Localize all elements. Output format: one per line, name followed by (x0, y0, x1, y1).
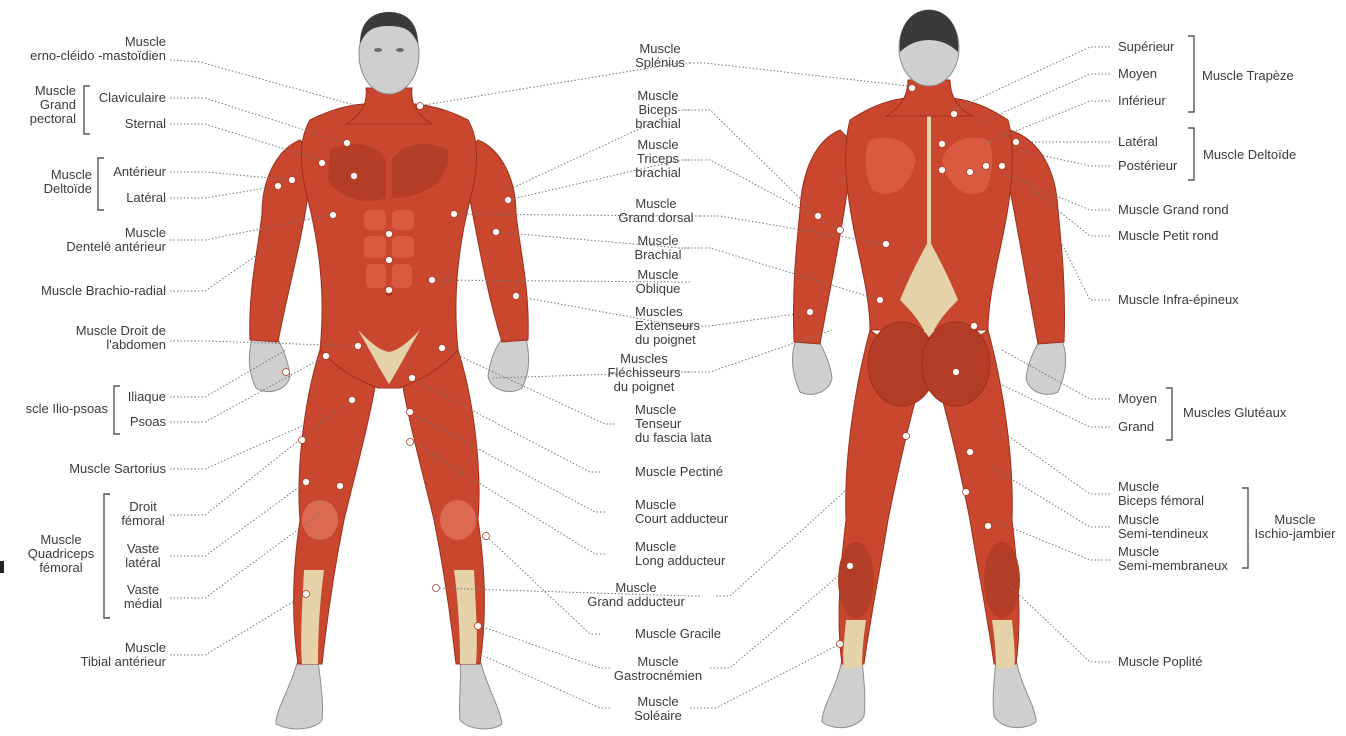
label-semi-tendineux: Muscle Semi-tendineux (1118, 513, 1208, 541)
label-infra-epineux: Muscle Infra-épineux (1118, 293, 1239, 307)
label-trapeze-moyen: Moyen (1118, 67, 1157, 81)
label-biceps-brachial: Muscle Biceps brachial (618, 89, 698, 131)
label-sartorius: Muscle Sartorius (69, 462, 166, 476)
back-left-hand (793, 340, 832, 394)
label-gracile: Muscle Gracile (635, 627, 721, 641)
back-right-calf (984, 542, 1020, 618)
label-iliaque: Iliaque (128, 390, 166, 404)
front-right-arm (468, 140, 528, 342)
label-grand-pectoral-group: Muscle Grand pectoral (30, 84, 76, 126)
label-ilio-psoas-group: scle Ilio-psoas (26, 402, 108, 416)
label-grand-dorsal: Muscle Grand dorsal (606, 197, 706, 225)
label-deltoide-lateral-front: Latéral (126, 191, 166, 205)
front-left-arm (250, 140, 311, 342)
label-splenius: Muscle Splénius (620, 42, 700, 70)
label-deltoide-anterieur: Antérieur (113, 165, 166, 179)
label-semi-membraneux: Muscle Semi-membraneux (1118, 545, 1228, 573)
label-deltoide-front-group: Muscle Deltoïde (44, 168, 92, 196)
label-long-adducteur: Muscle Long adducteur (635, 540, 725, 568)
front-left-knee (302, 500, 338, 540)
label-pectine: Muscle Pectiné (635, 465, 723, 479)
label-tibial-anterieur: Muscle Tibial antérieur (80, 641, 166, 669)
front-left-foot (276, 660, 323, 729)
label-deltoide-posterieur: Postérieur (1118, 159, 1177, 173)
label-deltoide-back-group: Muscle Deltoïde (1203, 148, 1296, 162)
label-quadriceps-group: Muscle Quadriceps fémoral (22, 533, 100, 575)
front-right-foot (459, 660, 502, 729)
label-gastrocnemien: Muscle Gastrocnémien (600, 655, 716, 683)
label-soleaire: Muscle Soléaire (618, 695, 698, 723)
back-right-foot (993, 660, 1036, 728)
back-right-arm (1004, 130, 1065, 344)
label-quad-droit-femoral: Droit fémoral (110, 500, 176, 528)
label-brachial: Muscle Brachial (618, 234, 698, 262)
label-oblique: Muscle Oblique (618, 268, 698, 296)
label-extenseurs-poignet: Muscles Extenseurs du poignet (635, 305, 700, 347)
label-quad-vaste-medial: Vaste médial (110, 583, 176, 611)
front-right-knee (440, 500, 476, 540)
label-flechisseurs-poignet: Muscles Fléchisseurs du poignet (594, 352, 694, 394)
back-left-calf (838, 542, 874, 618)
label-pectoral-sternal: Sternal (125, 117, 166, 131)
label-trapeze-group: Muscle Trapèze (1202, 69, 1294, 83)
label-brachio-radial: Muscle Brachio-radial (41, 284, 166, 298)
front-body-figure (249, 12, 528, 729)
front-left-hand (249, 336, 290, 392)
label-ischio-jambier-group: Muscle Ischio-jambier (1252, 513, 1338, 541)
back-body-figure (793, 10, 1066, 728)
label-dentele-anterieur: Muscle Dentelé antérieur (66, 226, 166, 254)
label-gluteaux-group: Muscles Glutéaux (1183, 406, 1286, 420)
label-trapeze-superieur: Supérieur (1118, 40, 1174, 54)
back-left-foot (822, 660, 865, 728)
label-quad-vaste-lateral: Vaste latéral (110, 542, 176, 570)
label-deltoide-lateral-back: Latéral (1118, 135, 1158, 149)
front-right-hand (488, 336, 529, 392)
label-poplite: Muscle Poplité (1118, 655, 1203, 669)
label-glute-grand: Grand (1118, 420, 1154, 434)
label-droit-abdomen: Muscle Droit de l'abdomen (76, 324, 166, 352)
label-sternocleidomastoid: Muscle erno-cléido -mastoïdien (30, 35, 166, 63)
label-biceps-femoral: Muscle Biceps fémoral (1118, 480, 1204, 508)
label-pectoral-claviculaire: Claviculaire (99, 91, 166, 105)
label-grand-adducteur: Muscle Grand adducteur (576, 581, 696, 609)
back-right-glute (922, 322, 990, 406)
label-petit-rond: Muscle Petit rond (1118, 229, 1218, 243)
label-triceps-brachial: Muscle Triceps brachial (618, 138, 698, 180)
label-psoas: Psoas (130, 415, 166, 429)
edge-marker (0, 561, 4, 573)
label-grand-rond: Muscle Grand rond (1118, 203, 1229, 217)
label-trapeze-inferieur: Inférieur (1118, 94, 1166, 108)
label-court-adducteur: Muscle Court adducteur (635, 498, 728, 526)
label-tenseur-fascia-lata: Muscle Tenseur du fascia lata (635, 403, 712, 445)
label-glute-moyen: Moyen (1118, 392, 1157, 406)
back-right-hand (1026, 340, 1065, 394)
